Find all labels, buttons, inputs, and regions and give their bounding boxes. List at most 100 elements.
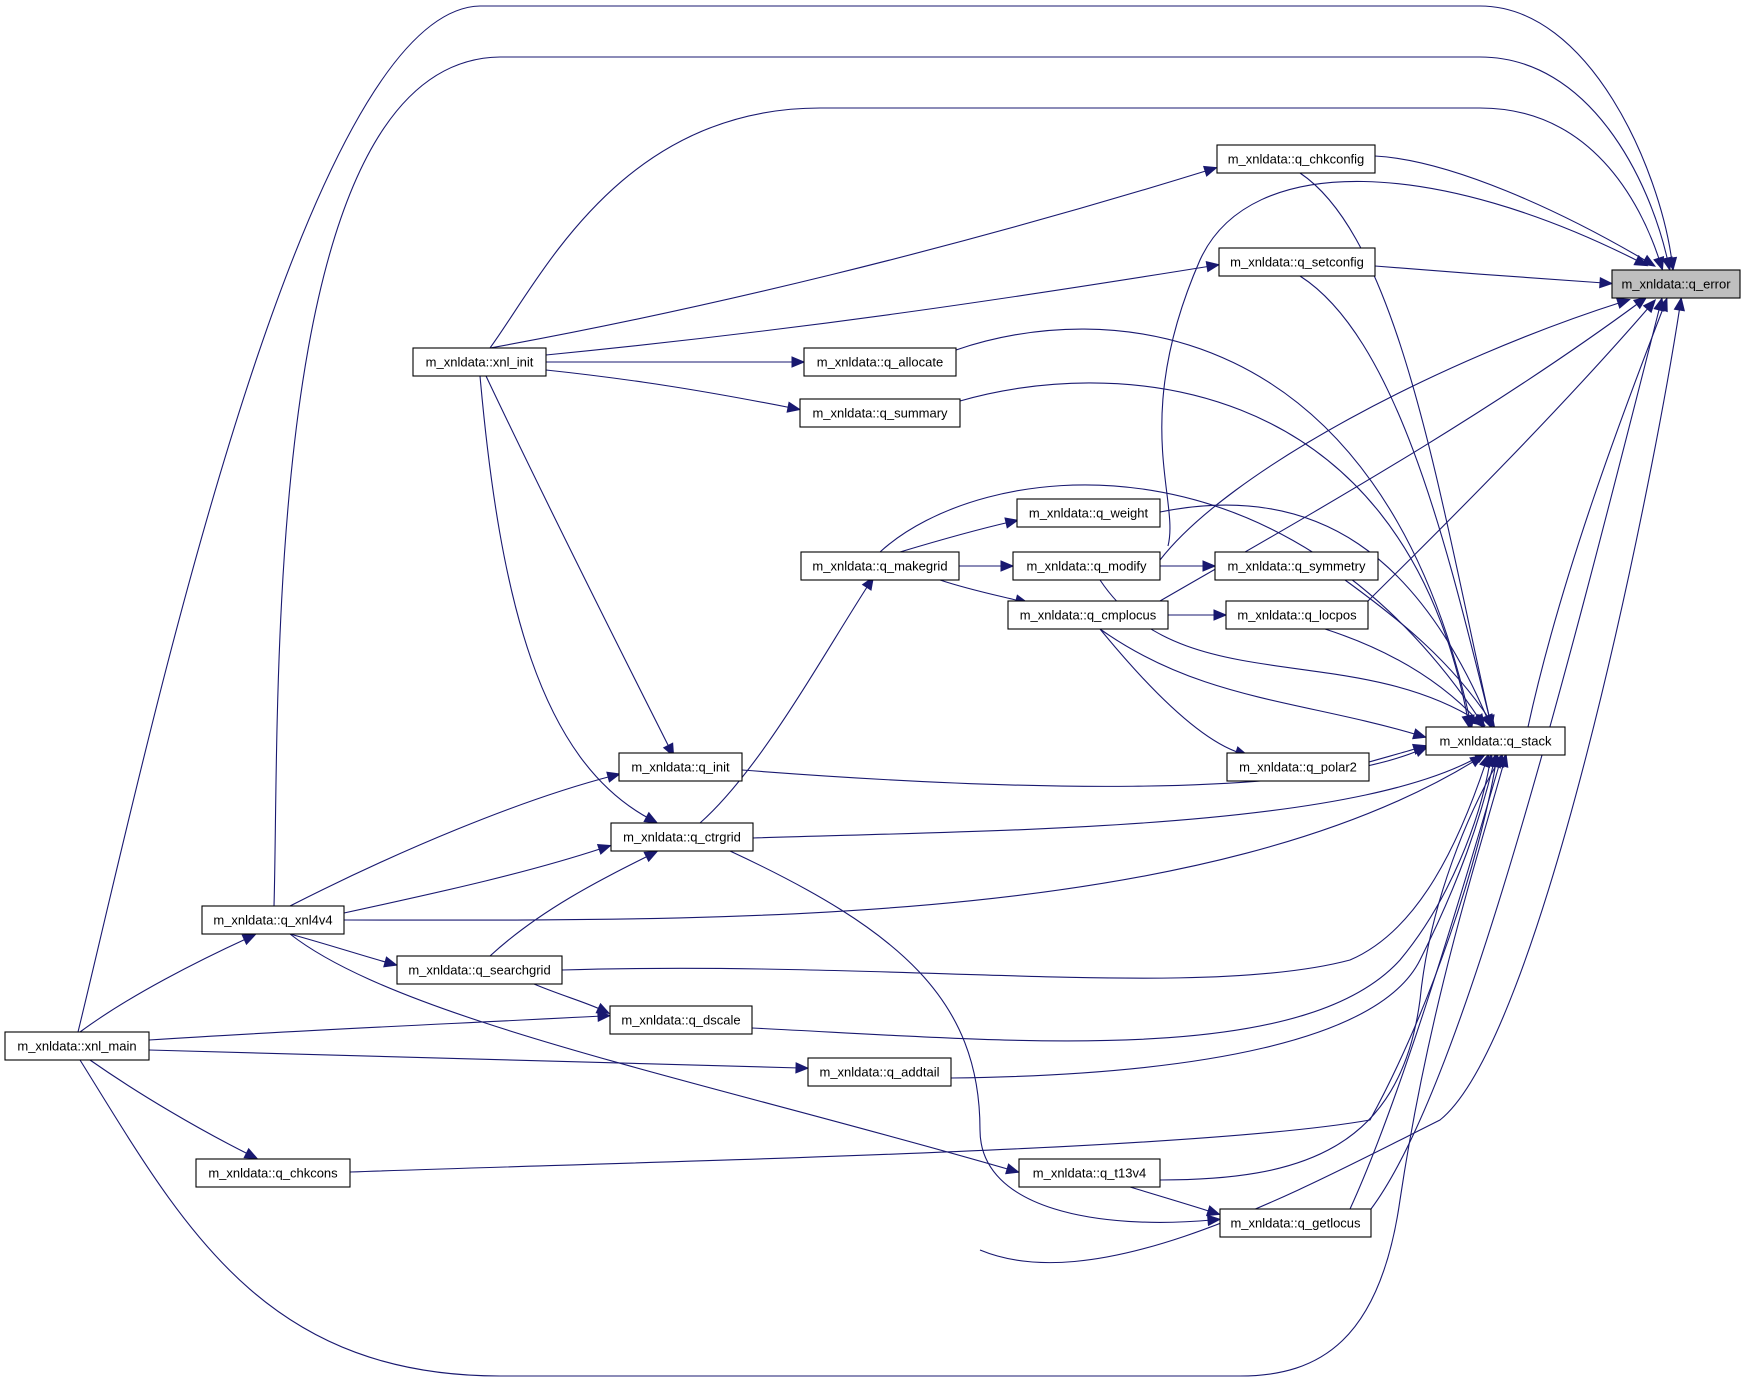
- arrowhead-icon: [1653, 255, 1665, 271]
- edge-line: [1159, 504, 1489, 721]
- node-q-makegrid[interactable]: m_xnldata::q_makegrid: [800, 551, 960, 581]
- node-xnl-init[interactable]: m_xnldata::xnl_init: [412, 347, 547, 377]
- edge-line: [699, 583, 870, 824]
- node-box[interactable]: [807, 1057, 952, 1087]
- node-q-xnl4v4[interactable]: m_xnldata::q_xnl4v4: [201, 905, 345, 935]
- node-box[interactable]: [1018, 1158, 1161, 1188]
- node-box[interactable]: [201, 905, 345, 935]
- edge-line: [148, 1049, 801, 1069]
- edge-line: [489, 169, 1210, 349]
- edge-line: [545, 369, 793, 409]
- edge-q-xnl4v4-to-q-searchgrid: [289, 933, 398, 968]
- node-box[interactable]: [803, 347, 957, 377]
- arrowhead-icon: [1632, 296, 1648, 310]
- node-q-init[interactable]: m_xnldata::q_init: [618, 752, 743, 782]
- node-xnl-main[interactable]: m_xnldata::xnl_main: [4, 1031, 150, 1061]
- node-box[interactable]: [1611, 269, 1741, 299]
- arrowhead-icon: [1653, 296, 1665, 312]
- arrowhead-icon: [1004, 517, 1020, 529]
- node-box[interactable]: [1214, 551, 1379, 581]
- edge-q-searchgrid-to-q-ctrgrid: [489, 850, 659, 957]
- node-label: m_xnldata::q_allocate: [817, 355, 943, 370]
- node-q-stack[interactable]: m_xnldata::q_stack: [1425, 726, 1566, 756]
- node-q-ctrgrid[interactable]: m_xnldata::q_ctrgrid: [610, 822, 754, 852]
- node-label: m_xnldata::q_modify: [1027, 559, 1147, 574]
- node-q-t13v4[interactable]: m_xnldata::q_t13v4: [1018, 1158, 1161, 1188]
- edge-q-xnl4v4-to-q-t13v4: [289, 933, 1020, 1175]
- edge-line: [1374, 155, 1649, 263]
- node-box[interactable]: [396, 955, 563, 985]
- edge-line: [1159, 301, 1623, 561]
- edge-q-t13v4-to-q-getlocus: [1129, 1186, 1221, 1217]
- node-box[interactable]: [1216, 144, 1376, 174]
- edge-q-summary-to-q-stack: [959, 382, 1473, 730]
- node-q-symmetry[interactable]: m_xnldata::q_symmetry: [1214, 551, 1379, 581]
- arrowhead-icon: [241, 934, 257, 946]
- node-q-cmplocus[interactable]: m_xnldata::q_cmplocus: [1007, 600, 1169, 630]
- node-box[interactable]: [1226, 752, 1370, 782]
- edge-line: [1299, 172, 1491, 721]
- edge-line: [939, 579, 1021, 602]
- edge-q-xnl4v4-to-q-stack: [343, 755, 1484, 921]
- edge-line: [343, 847, 604, 914]
- node-box[interactable]: [610, 822, 754, 852]
- node-q-addtail[interactable]: m_xnldata::q_addtail: [807, 1057, 952, 1087]
- edge-line: [1367, 305, 1651, 602]
- node-q-dscale[interactable]: m_xnldata::q_dscale: [609, 1005, 753, 1035]
- edge-line: [950, 761, 1495, 1079]
- edge-line: [1324, 628, 1479, 722]
- node-label: m_xnldata::q_cmplocus: [1020, 608, 1157, 623]
- edge-line: [273, 56, 1669, 907]
- node-box[interactable]: [195, 1158, 351, 1188]
- arrowhead-icon: [1482, 713, 1496, 728]
- node-box[interactable]: [800, 551, 960, 581]
- node-box[interactable]: [1218, 247, 1376, 277]
- node-q-setconfig[interactable]: m_xnldata::q_setconfig: [1218, 247, 1376, 277]
- edge-line: [1368, 747, 1419, 763]
- edge-xnl-main-to-q-dscale: [148, 1010, 612, 1041]
- node-box[interactable]: [799, 398, 961, 428]
- node-box[interactable]: [1016, 498, 1161, 528]
- edge-xnl-init-to-q-init: [485, 375, 675, 758]
- node-q-polar2[interactable]: m_xnldata::q_polar2: [1226, 752, 1370, 782]
- node-label: m_xnldata::q_addtail: [820, 1065, 940, 1080]
- edge-line: [1299, 275, 1491, 721]
- node-box[interactable]: [1225, 600, 1369, 630]
- node-q-modify[interactable]: m_xnldata::q_modify: [1012, 551, 1161, 581]
- arrowhead-icon: [1469, 755, 1484, 768]
- edge-q-makegrid-to-q-modify: [959, 560, 1015, 572]
- node-q-searchgrid[interactable]: m_xnldata::q_searchgrid: [396, 955, 563, 985]
- edge-line: [729, 850, 1213, 1223]
- node-box[interactable]: [618, 752, 743, 782]
- node-q-locpos[interactable]: m_xnldata::q_locpos: [1225, 600, 1369, 630]
- node-q-getlocus[interactable]: m_xnldata::q_getlocus: [1219, 1208, 1372, 1238]
- edge-line: [1161, 180, 1641, 547]
- arrowhead-icon: [786, 401, 802, 413]
- node-box[interactable]: [609, 1005, 753, 1035]
- edge-xnl-init-to-q-chkconfig: [489, 165, 1218, 349]
- edge-q-locpos-to-q-stack: [1324, 628, 1485, 728]
- edge-q-modify-to-q-symmetry: [1160, 560, 1217, 572]
- node-box[interactable]: [1012, 551, 1161, 581]
- edge-line: [349, 761, 1497, 1173]
- node-box[interactable]: [1219, 1208, 1372, 1238]
- node-box[interactable]: [1425, 726, 1566, 756]
- node-box[interactable]: [1007, 600, 1169, 630]
- node-box[interactable]: [4, 1031, 150, 1061]
- node-q-allocate[interactable]: m_xnldata::q_allocate: [803, 347, 957, 377]
- edge-line: [561, 761, 1487, 979]
- node-q-weight[interactable]: m_xnldata::q_weight: [1016, 498, 1161, 528]
- edge-line: [752, 755, 1481, 839]
- arrowhead-icon: [597, 1010, 612, 1022]
- node-box[interactable]: [412, 347, 547, 377]
- arrowhead-icon: [643, 811, 659, 824]
- node-q-chkconfig[interactable]: m_xnldata::q_chkconfig: [1216, 144, 1376, 174]
- node-q-error[interactable]: m_xnldata::q_error: [1611, 269, 1741, 299]
- arrowhead-icon: [1005, 1163, 1020, 1175]
- node-q-summary[interactable]: m_xnldata::q_summary: [799, 398, 961, 428]
- edge-q-stack-to-q-error: [1527, 297, 1668, 728]
- arrowhead-icon: [795, 1062, 810, 1074]
- edge-q-makegrid-to-q-weight: [899, 517, 1020, 553]
- node-q-chkcons[interactable]: m_xnldata::q_chkcons: [195, 1158, 351, 1188]
